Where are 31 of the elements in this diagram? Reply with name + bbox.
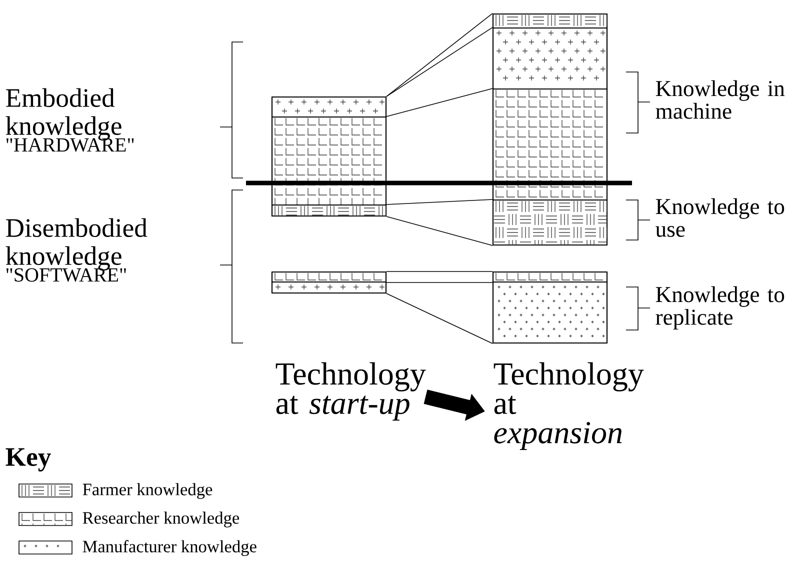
knowledge-block bbox=[271, 96, 387, 118]
connector-line bbox=[386, 199, 493, 205]
knowledge-block bbox=[492, 27, 608, 90]
connector-line bbox=[386, 88, 493, 117]
knowledge-block bbox=[271, 116, 387, 206]
legend-text: Researcher knowledge bbox=[82, 512, 240, 528]
knowledge-block bbox=[492, 199, 608, 246]
technology-label: Technology at expansion bbox=[494, 362, 644, 450]
knowledge-block bbox=[271, 281, 387, 294]
connector-line bbox=[386, 13, 493, 97]
knowledge-block bbox=[271, 204, 387, 217]
connector-line bbox=[386, 271, 493, 272]
key-heading: Key bbox=[6, 448, 51, 472]
side-label: "HARDWARE" bbox=[6, 138, 134, 152]
connector-line bbox=[386, 282, 493, 283]
technology-label: Technology at start-up bbox=[276, 362, 426, 421]
knowledge-block bbox=[492, 271, 608, 283]
connector-line bbox=[386, 216, 493, 246]
side-label: Embodied knowledge bbox=[6, 88, 122, 141]
knowledge-block bbox=[492, 281, 608, 344]
knowledge-block bbox=[271, 271, 387, 283]
side-label: "SOFTWARE" bbox=[6, 268, 126, 282]
knowledge-block bbox=[492, 13, 608, 29]
bracket-label: Knowledge in machine bbox=[656, 80, 785, 119]
legend-text: Farmer knowledge bbox=[82, 483, 212, 499]
bracket-label: Knowledge to replicate bbox=[656, 286, 784, 330]
bracket-label: Knowledge to use bbox=[656, 198, 784, 237]
connector-line bbox=[386, 27, 493, 97]
knowledge-block bbox=[492, 88, 608, 201]
connector-line bbox=[386, 293, 493, 344]
legend-text: Manufacturer knowledge bbox=[82, 540, 256, 556]
